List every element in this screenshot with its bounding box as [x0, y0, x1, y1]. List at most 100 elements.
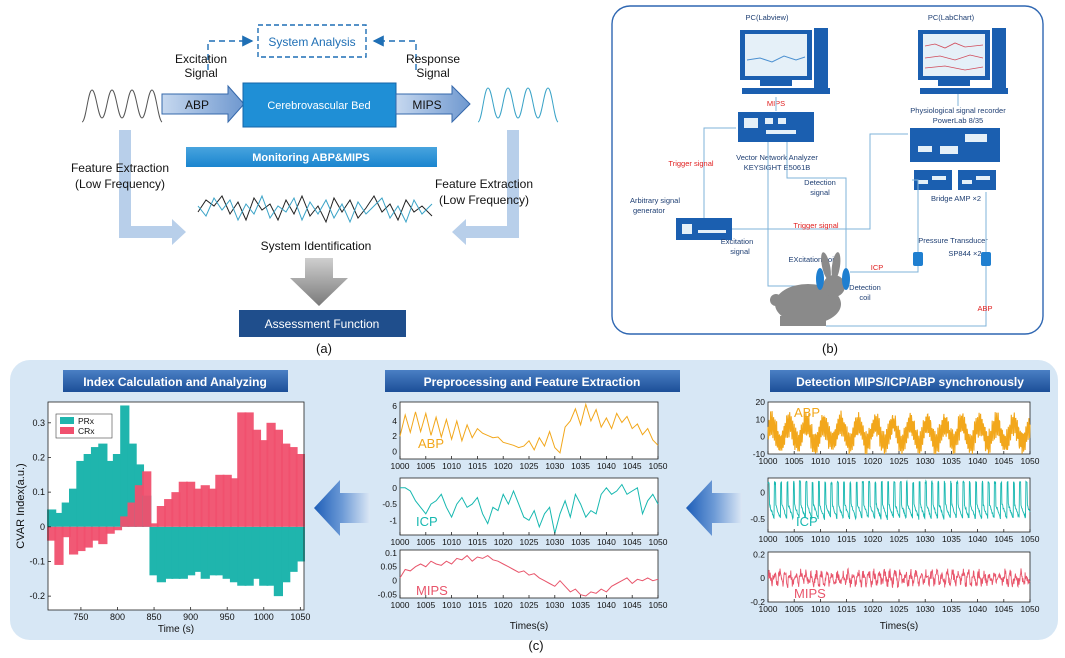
mid-plot-icp [399, 477, 659, 536]
icp-label-b: ICP [871, 263, 884, 272]
system-id-black-trace [197, 194, 433, 224]
system-analysis-box [257, 24, 367, 58]
right-x-tick-label: 1030 [916, 456, 935, 466]
prx-bar [90, 447, 101, 527]
header-index-bar [63, 370, 288, 392]
crx-bar [61, 526, 71, 538]
transducer-icon-1 [913, 252, 923, 266]
crx-bar [76, 526, 86, 552]
prx-bar [244, 526, 254, 586]
pressure-transducer-label-1: Pressure Transducer [918, 236, 988, 245]
right-y-tick-label: -0.5 [750, 514, 765, 524]
vna-icon [738, 112, 814, 142]
system-identification-label: System Identification [261, 239, 372, 253]
crx-bar [178, 481, 188, 527]
arbitrary-generator-icon [676, 218, 732, 240]
right-x-tick-label: 1045 [994, 534, 1013, 544]
x-tick-label: 1050 [290, 612, 310, 622]
crx-bar [251, 429, 262, 527]
crx-bar [83, 526, 93, 548]
prx-bar [164, 526, 174, 579]
mid-x-tick-label: 1030 [545, 600, 564, 610]
prx-bar [259, 526, 269, 586]
right-x-tick-label: 1035 [942, 604, 961, 614]
excitation-coil-label: EXcitation coil [788, 255, 835, 264]
mid-x-axis-label: Times(s) [510, 621, 549, 632]
prx-bar [47, 509, 57, 527]
right-x-tick-label: 1025 [890, 534, 909, 544]
recorder-label-1: Physiological signal recorder [910, 106, 1006, 115]
prx-bar [127, 443, 137, 527]
prx-bar [222, 526, 232, 579]
monitoring-bar [186, 147, 437, 167]
x-tick-label: 1000 [254, 612, 274, 622]
detection-coil-label-1: Detection [849, 283, 881, 292]
crx-bar [273, 429, 283, 527]
right-x-tick-label: 1035 [942, 456, 961, 466]
x-tick-label: 900 [183, 612, 198, 622]
right-y-tick-label: 0.2 [753, 549, 765, 559]
pc-labview-label: PC(Labview) [746, 13, 789, 22]
crx-bar [156, 506, 166, 527]
right-x-tick-label: 1030 [916, 604, 935, 614]
prx-bar [281, 526, 291, 583]
right-x-tick-label: 1030 [916, 534, 935, 544]
feature-arrow-left [119, 130, 186, 245]
mid-x-tick-label: 1030 [545, 461, 564, 471]
excitation-signal-label-2: signal [730, 247, 750, 256]
right-y-tick-label: 0 [760, 488, 765, 498]
pressure-transducer-label-2: SP844 ×2 [948, 249, 981, 258]
crx-bar [69, 526, 79, 555]
crx-bar [112, 526, 123, 531]
y-tick-label: 0.2 [32, 452, 45, 462]
transducer-line-1 [912, 179, 919, 252]
crx-bar [171, 492, 181, 527]
crx-bar [222, 474, 232, 527]
header-detection-label: Detection MIPS/ICP/ABP synchronously [796, 375, 1024, 389]
mips-waveform [477, 87, 559, 123]
mid-x-tick-label: 1040 [597, 461, 616, 471]
right-x-tick-label: 1035 [942, 534, 961, 544]
excitation-signal-label-1: Excitation [721, 237, 754, 246]
crx-bar [259, 440, 269, 527]
abp-label-b: ABP [977, 304, 992, 313]
y-tick-label: 0.3 [32, 418, 45, 428]
mid-x-tick-label: 1020 [494, 461, 513, 471]
right-x-tick-label: 1010 [811, 604, 830, 614]
mid-x-tick-label: 1020 [494, 600, 513, 610]
right-x-tick-label: 1015 [837, 604, 856, 614]
caption-b: (b) [822, 341, 838, 356]
mid-x-tick-label: 1000 [391, 600, 410, 610]
legend-label: CRx [78, 426, 95, 436]
caption-c: (c) [528, 638, 543, 653]
mid-x-tick-label: 1015 [468, 600, 487, 610]
mips-arrow [395, 84, 471, 124]
mips-arrow-label: MIPS [412, 98, 441, 112]
mid-series-label: ICP [416, 514, 438, 529]
crx-bar [229, 478, 240, 527]
abp-line [826, 266, 987, 327]
right-x-tick-label: 1045 [994, 456, 1013, 466]
prx-bar [229, 526, 240, 583]
mid-x-tick-label: 1010 [442, 461, 461, 471]
mid-y-tick-label: -1 [389, 515, 397, 525]
right-x-tick-label: 1015 [837, 456, 856, 466]
system-id-blue-trace [197, 194, 433, 224]
x-tick-label: 950 [220, 612, 235, 622]
mid-y-tick-label: -0.05 [378, 590, 398, 600]
mid-x-tick-label: 1050 [649, 600, 668, 610]
arbitrary-generator-label-1: Arbitrary signal [630, 196, 680, 205]
right-x-tick-label: 1045 [994, 604, 1013, 614]
crx-bar [215, 474, 225, 527]
crx-bar [193, 488, 203, 527]
trigger-line-1 [703, 127, 736, 218]
mid-x-tick-label: 1005 [416, 600, 435, 610]
arbitrary-generator-label-2: generator [633, 206, 666, 215]
right-x-tick-label: 1005 [785, 534, 804, 544]
abp-arrow-label: ABP [185, 98, 209, 112]
prx-bar [105, 460, 115, 527]
x-tick-label: 800 [110, 612, 125, 622]
